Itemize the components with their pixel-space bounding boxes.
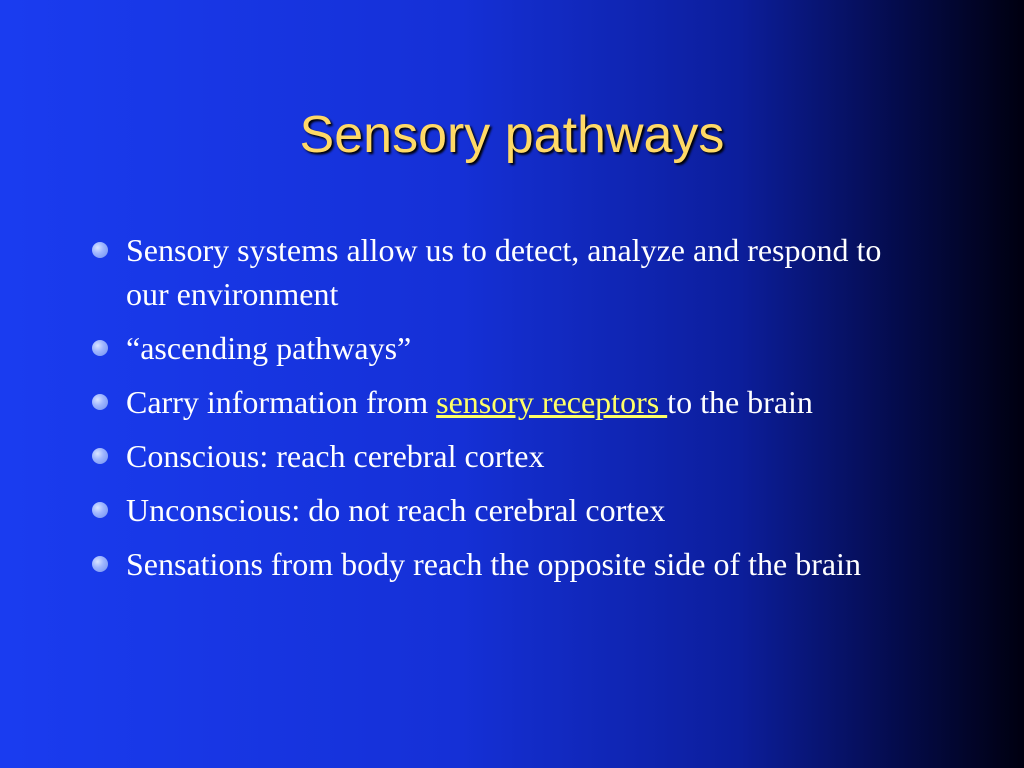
bullet-item: Sensory systems allow us to detect, anal… xyxy=(90,228,910,316)
bullet-text: Sensations from body reach the opposite … xyxy=(126,546,861,582)
bullet-text-before-link: Carry information from xyxy=(126,384,437,420)
bullet-dot-icon xyxy=(92,556,108,572)
sensory-receptors-link[interactable]: sensory receptors xyxy=(436,384,668,420)
bullet-dot-icon xyxy=(92,242,108,258)
bullet-item: Conscious: reach cerebral cortex xyxy=(90,434,910,478)
bullet-item: Unconscious: do not reach cerebral corte… xyxy=(90,488,910,532)
bullet-item: Carry information from sensory receptors… xyxy=(90,380,910,424)
bullet-text: Sensory systems allow us to detect, anal… xyxy=(126,232,882,312)
bullet-text: Unconscious: do not reach cerebral corte… xyxy=(126,492,666,528)
bullet-item: Sensations from body reach the opposite … xyxy=(90,542,910,586)
bullet-dot-icon xyxy=(92,340,108,356)
bullet-text-after-link: to the brain xyxy=(667,384,813,420)
bullet-dot-icon xyxy=(92,502,108,518)
bullet-dot-icon xyxy=(92,394,108,410)
bullet-text: “ascending pathways” xyxy=(126,330,412,366)
slide-title: Sensory pathways xyxy=(299,106,725,164)
bullet-dot-icon xyxy=(92,448,108,464)
bullet-list: Sensory systems allow us to detect, anal… xyxy=(90,228,910,596)
bullet-text: Conscious: reach cerebral cortex xyxy=(126,438,545,474)
bullet-item: “ascending pathways” xyxy=(90,326,910,370)
